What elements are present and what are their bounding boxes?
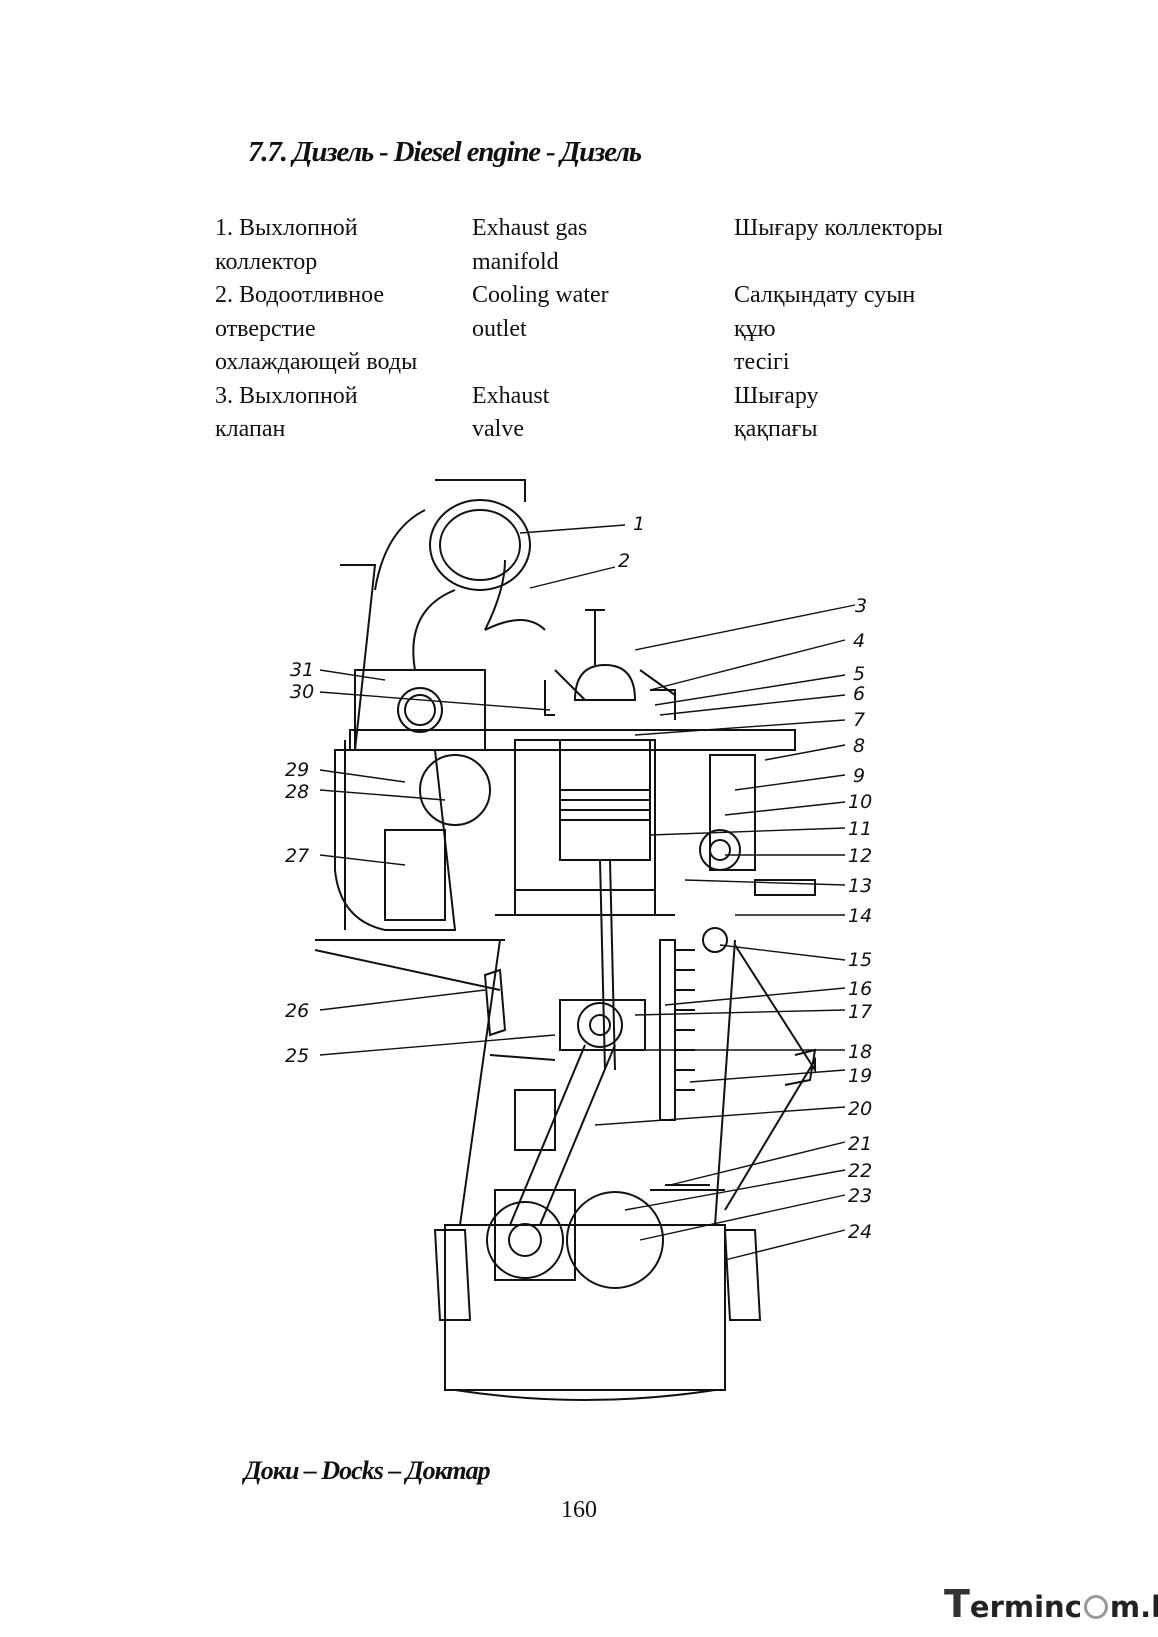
callout-6: 6	[853, 683, 865, 705]
term-russian: 3. Выхлопной клапан	[215, 382, 358, 443]
term-kazakh: Шығару қақпағы	[734, 382, 819, 443]
callout-26: 26	[285, 1000, 309, 1022]
callout-2: 2	[618, 550, 630, 572]
callout-30: 30	[290, 681, 314, 703]
term-table: 1. Выхлопной коллектор Exhaust gas manif…	[215, 212, 1015, 447]
term-row: 3. Выхлопной клапан Exhaust valve Шығару…	[215, 380, 1015, 447]
callout-12: 12	[848, 845, 872, 867]
callout-19: 19	[848, 1065, 872, 1087]
term-english: Exhaust gas manifold	[472, 215, 588, 275]
callout-11: 11	[848, 818, 872, 840]
page-number: 160	[561, 1497, 597, 1523]
callout-27: 27	[285, 845, 309, 867]
term-english: Exhaust valve	[472, 382, 550, 443]
term-russian: 2. Водоотливное отверстие охлаждающей во…	[215, 282, 418, 375]
callout-15: 15	[848, 949, 872, 971]
term-row: 2. Водоотливное отверстие охлаждающей во…	[215, 279, 1015, 380]
callout-29: 29	[285, 759, 309, 781]
callout-20: 20	[848, 1098, 872, 1120]
callout-labels: 1 2 3 4 5 6 7 8 9 10 11 12 13 14 15 16 1…	[285, 513, 872, 1243]
section-title: 7.7. Дизель - Diesel engine - Дизель	[248, 136, 642, 168]
callout-22: 22	[848, 1160, 872, 1182]
callout-31: 31	[290, 659, 314, 681]
callout-3: 3	[855, 595, 867, 617]
callout-16: 16	[848, 978, 872, 1000]
term-russian: 1. Выхлопной коллектор	[215, 215, 358, 275]
callout-4: 4	[853, 630, 865, 652]
callout-28: 28	[285, 781, 309, 803]
callout-8: 8	[853, 735, 865, 757]
callout-10: 10	[848, 791, 872, 813]
callout-13: 13	[848, 875, 872, 897]
callout-17: 17	[848, 1001, 872, 1023]
engine-cross-section-drawing: 1 2 3 4 5 6 7 8 9 10 11 12 13 14 15 16 1…	[285, 479, 872, 1401]
callout-18: 18	[848, 1041, 872, 1063]
callout-21: 21	[848, 1133, 872, 1155]
engine-outline	[314, 479, 817, 1401]
leader-lines	[319, 524, 856, 1261]
diesel-engine-figure: 1 2 3 4 5 6 7 8 9 10 11 12 13 14 15 16 1…	[255, 470, 915, 1430]
callout-23: 23	[848, 1185, 872, 1207]
callout-9: 9	[853, 765, 865, 787]
magnifier-icon	[1083, 1595, 1108, 1619]
callout-24: 24	[848, 1221, 872, 1243]
term-kazakh: Салқындату суын құю тесігі	[734, 282, 916, 375]
term-english: Cooling water outlet	[472, 282, 609, 342]
callout-1: 1	[633, 513, 645, 535]
callout-7: 7	[853, 709, 865, 731]
footer-section-title: Доки – Docks – Доктар	[244, 1456, 491, 1485]
callout-14: 14	[848, 905, 872, 927]
callout-25: 25	[285, 1045, 309, 1067]
term-row: 1. Выхлопной коллектор Exhaust gas manif…	[215, 212, 1015, 279]
callout-5: 5	[853, 663, 865, 685]
term-kazakh: Шығару коллекторы	[734, 215, 943, 241]
